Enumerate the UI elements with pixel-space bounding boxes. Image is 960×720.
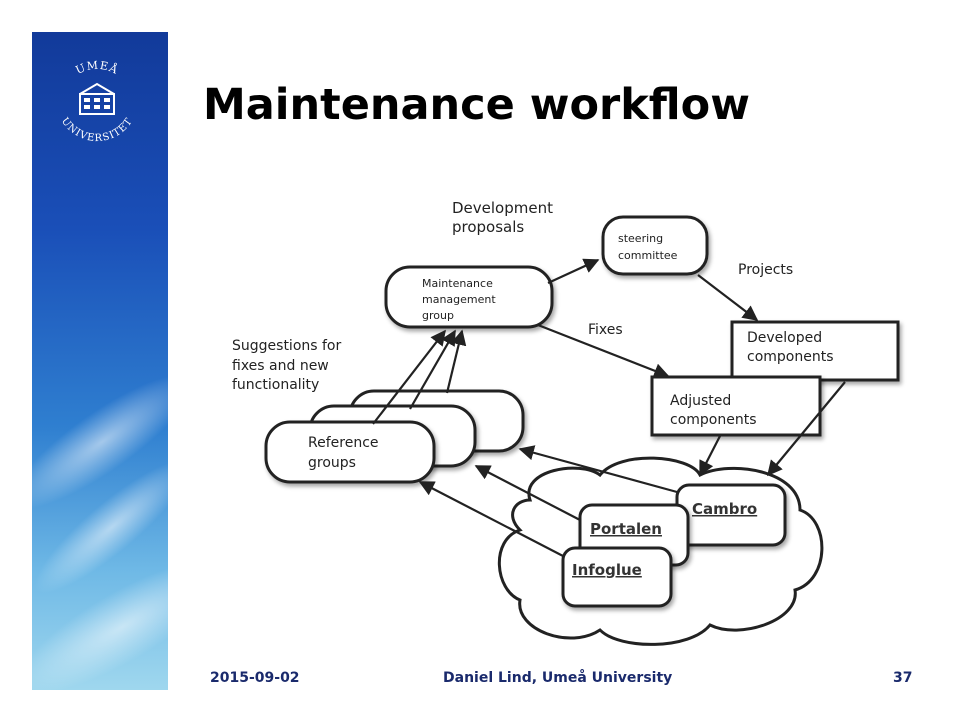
footer-page-number: 37 [893, 670, 913, 686]
suggestions-label-3: functionality [232, 377, 319, 393]
fixes-label: Fixes [588, 322, 623, 338]
development-proposals-label-1: Development [452, 199, 553, 217]
steering-committee-label-2: committee [618, 249, 678, 262]
steering-committee-node [601, 215, 709, 276]
developed-components-label-1: Developed [747, 330, 822, 346]
steering-committee-label-1: steering [618, 232, 663, 245]
portalen-label: Portalen [590, 520, 662, 538]
footer-author: Daniel Lind, Umeå University [443, 670, 673, 686]
arrow-infoglue-to-ref [418, 481, 564, 557]
adjusted-components-label-2: components [670, 412, 757, 428]
arrow-steering-to-developed [697, 274, 759, 321]
reference-groups-label-2: groups [308, 455, 356, 471]
maintenance-group-label-1: Maintenance [422, 277, 493, 290]
reference-group-front [264, 420, 436, 484]
suggestions-label-2: fixes and new [232, 358, 329, 374]
infoglue-label: Infoglue [572, 561, 642, 579]
development-proposals-label-2: proposals [452, 218, 524, 236]
maintenance-group-label-2: management [422, 293, 496, 306]
side-decoration-band [32, 32, 168, 690]
cambro-label: Cambro [692, 500, 757, 518]
suggestions-label-1: Suggestions for [232, 338, 341, 354]
reference-groups-label-1: Reference [308, 435, 379, 451]
adjusted-components-label-1: Adjusted [670, 393, 731, 409]
arrow-group-to-adjusted [537, 323, 670, 379]
arrow-portalen-to-ref [474, 465, 581, 521]
adjusted-components-node [650, 375, 822, 437]
maintenance-group-node [384, 265, 554, 329]
infoglue-node [561, 546, 673, 608]
slide-title: Maintenance workflow [203, 80, 750, 130]
arrow-adjusted-to-cloud [699, 435, 721, 477]
arrow-ref3-to-group [445, 329, 467, 394]
arrow-cambro-to-ref [518, 445, 678, 494]
arrow-ref1-to-group [372, 329, 446, 425]
umea-university-seal-icon: UMEÅ UNIVERSITET [59, 59, 134, 145]
developed-components-label-2: components [747, 349, 834, 365]
arrow-ref2-to-group [409, 329, 456, 410]
footer-date: 2015-09-02 [210, 670, 300, 686]
arrow-group-to-steering [547, 258, 600, 284]
maintenance-group-label-3: group [422, 309, 454, 322]
projects-label: Projects [738, 262, 793, 278]
arrow-developed-to-cloud [767, 381, 846, 477]
